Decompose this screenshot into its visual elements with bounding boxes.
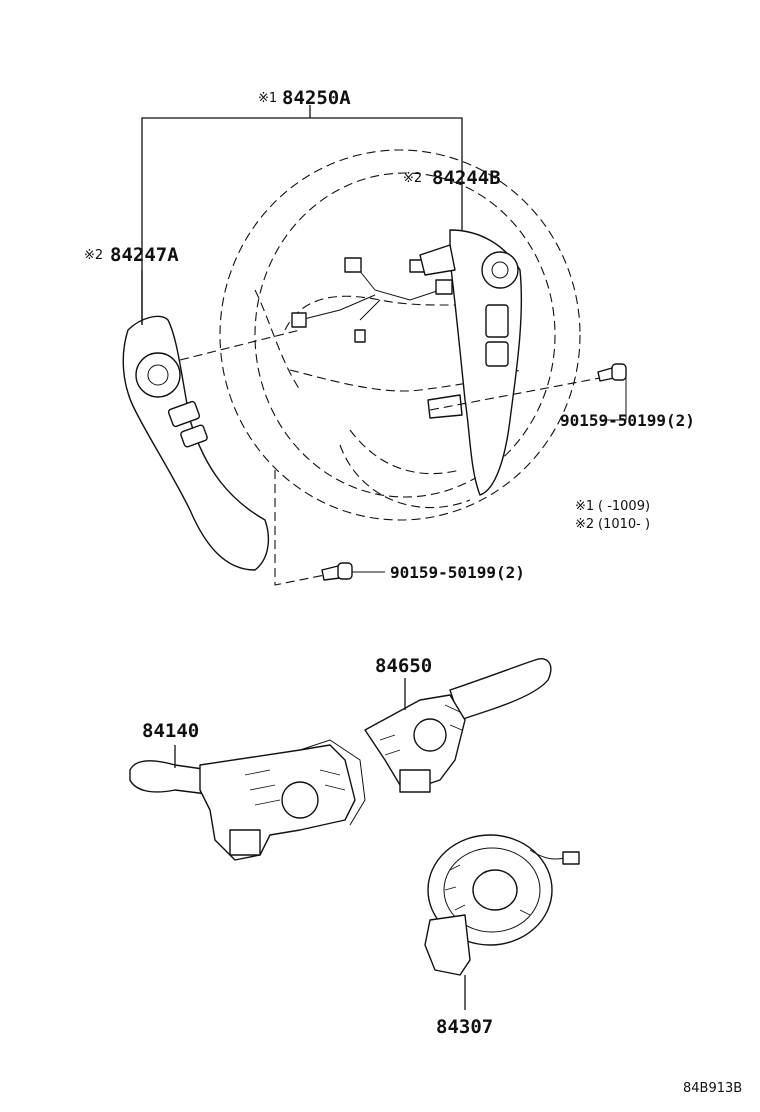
label-84140: 84140 xyxy=(142,720,199,742)
note-2-mark: ※2 xyxy=(575,517,594,532)
screw-bottom xyxy=(321,562,385,581)
label-screw-right: 90159-50199(2) xyxy=(560,411,695,430)
right-steering-switch xyxy=(419,229,523,496)
note-1-text: ( -1009) xyxy=(598,499,650,514)
label-84650: 84650 xyxy=(375,655,432,677)
label-84247A: 84247A xyxy=(110,244,179,266)
label-84250A-mark: ※1 xyxy=(258,91,277,106)
label-84244B: 84244B xyxy=(432,167,501,189)
note-1-mark: ※1 xyxy=(575,499,594,514)
wiper-switch xyxy=(364,658,552,793)
label-84307: 84307 xyxy=(436,1016,493,1038)
screw-right xyxy=(597,363,627,421)
label-84244B-mark: ※2 xyxy=(403,171,422,186)
note-2-text: (1010- ) xyxy=(598,517,650,532)
turn-signal-switch xyxy=(129,739,366,861)
figure-id: 84B913B xyxy=(683,1081,742,1096)
spiral-cable xyxy=(424,834,580,976)
left-steering-switch xyxy=(122,315,270,571)
label-screw-bottom: 90159-50199(2) xyxy=(390,563,525,582)
label-84250A: 84250A xyxy=(282,87,351,109)
label-84247A-mark: ※2 xyxy=(84,248,103,263)
steering-wheel-phantom xyxy=(219,149,581,521)
